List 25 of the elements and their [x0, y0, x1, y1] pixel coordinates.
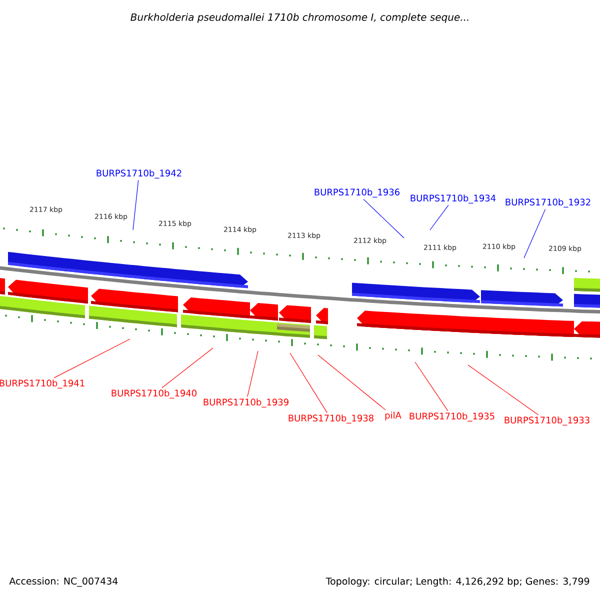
- gene-label: pilA: [385, 412, 402, 420]
- leader-line: [247, 350, 258, 398]
- gene-label: BURPS1710b_1936: [314, 188, 400, 198]
- gene-label: BURPS1710b_1934: [410, 194, 496, 204]
- gene-label: BURPS1710b_1942: [96, 170, 182, 178]
- leader-line: [524, 208, 546, 258]
- leader-line: [132, 180, 139, 230]
- leader-line: [430, 204, 449, 230]
- leader-line: [468, 364, 539, 416]
- footer-text: Topology: circular; Length: 4,126,292 bp; Genes: 3,799: [326, 577, 590, 587]
- title: Burkholderia pseudomallei 1710b chromosome I, complete seque...: [130, 13, 468, 23]
- leader-line: [162, 348, 214, 388]
- gene-label: BURPS1710b_1940: [112, 390, 196, 398]
- leader-line: [363, 198, 404, 238]
- gene-label: BURPS1710b_1933: [504, 416, 590, 426]
- leader-line: [54, 338, 130, 378]
- leader-line: [414, 362, 448, 412]
- footer-text: Accession: NC_007434: [9, 577, 118, 587]
- gene-label: BURPS1710b_1938: [288, 414, 374, 424]
- leader-line: [318, 354, 386, 410]
- leader-line: [290, 352, 328, 414]
- gene-label: BURPS1710b_1932: [506, 198, 590, 208]
- gene-label: BURPS1710b_1941: [0, 380, 84, 388]
- gene-label: BURPS1710b_1939: [204, 398, 288, 408]
- gene-label: BURPS1710b_1935: [410, 412, 494, 422]
